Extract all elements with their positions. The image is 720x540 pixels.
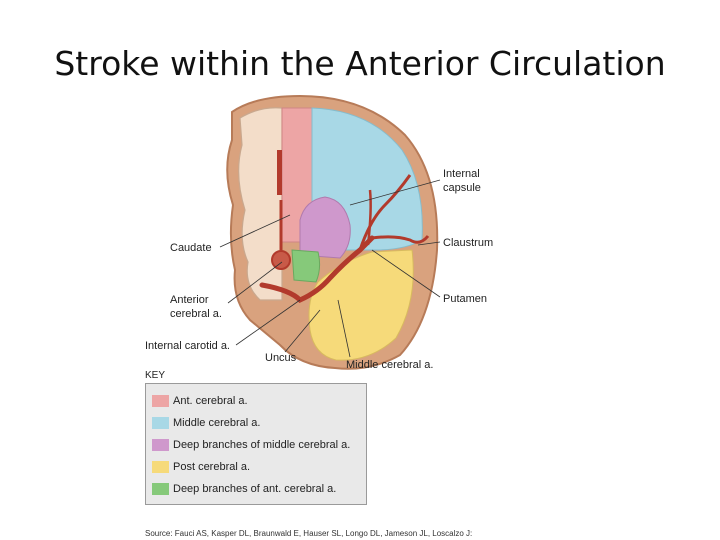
artery-branch-3 [366,189,372,246]
key-title: KEY [145,370,166,381]
territory-deep-anterior-cerebral [291,249,321,283]
key-label-deep-ant-cerebral: Deep branches of ant. cerebral a. [173,483,337,495]
swatch-ant-cerebral [152,395,169,407]
left-hemisphere-tissue [238,107,283,301]
swatch-middle-cerebral [152,417,169,429]
key-item-deep-middle-cerebral: Deep branches of middle cerebral a. [152,438,350,452]
label-caudate: Caudate [170,242,212,254]
label-putamen: Putamen [443,293,487,305]
artery-branch-2 [371,235,430,244]
key-label-middle-cerebral: Middle cerebral a. [173,417,261,429]
swatch-post-cerebral [152,461,169,473]
territory-posterior-cerebral [308,249,414,361]
key-legend: Ant. cerebral a. Middle cerebral a. Deep… [145,383,367,505]
artery-branch-1 [358,174,412,251]
swatch-deep-middle-cerebral [152,439,169,451]
artery-main [259,235,375,303]
label-middle-cerebral: Middle cerebral a. [346,359,433,371]
key-label-post-cerebral: Post cerebral a. [173,461,251,473]
label-internal-carotid: Internal carotid a. [145,340,230,352]
key-label-ant-cerebral: Ant. cerebral a. [173,395,248,407]
midline-ventricle [277,150,282,195]
key-item-post-cerebral: Post cerebral a. [152,460,250,474]
key-label-deep-middle-cerebral: Deep branches of middle cerebral a. [173,439,351,451]
label-anterior-cerebral-2: cerebral a. [170,308,222,320]
label-internal-capsule-2: capsule [443,182,481,194]
carotid-bulb [271,250,291,270]
source-citation: Source: Fauci AS, Kasper DL, Braunwald E… [145,529,473,538]
label-internal-capsule-1: Internal [443,168,480,180]
key-item-deep-ant-cerebral: Deep branches of ant. cerebral a. [152,482,336,496]
key-item-ant-cerebral: Ant. cerebral a. [152,394,248,408]
territory-deep-middle-cerebral [299,196,351,259]
slide-title: Stroke within the Anterior Circulation [54,44,666,83]
label-claustrum: Claustrum [443,237,493,249]
label-uncus: Uncus [265,352,297,364]
key-item-middle-cerebral: Middle cerebral a. [152,416,260,430]
swatch-deep-ant-cerebral [152,483,169,495]
label-anterior-cerebral-1: Anterior [170,294,209,306]
